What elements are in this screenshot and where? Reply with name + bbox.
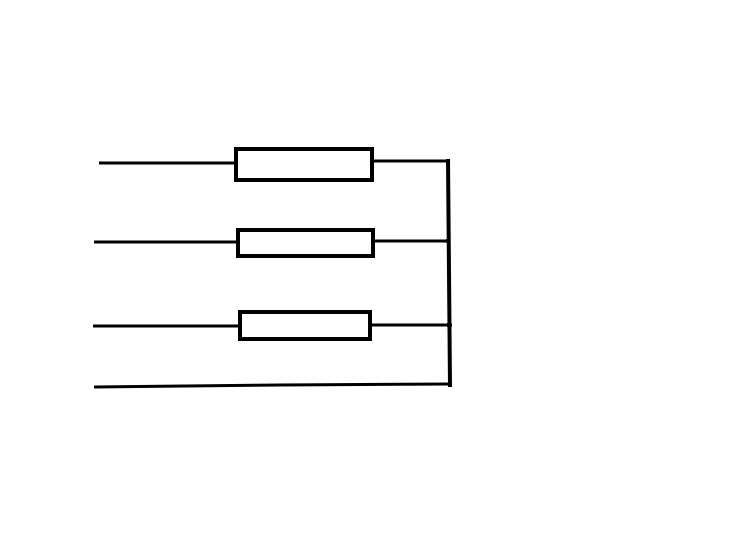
junction-branch-3-node: [447, 323, 451, 327]
junction-branch-1-node: [446, 159, 450, 163]
resistor-2-body: [236, 228, 375, 258]
branch-4-group: [93, 382, 451, 389]
junction-branch-2-node: [446, 239, 450, 243]
resistor-1-body: [234, 147, 374, 182]
branch-4-lead-in-wire: [93, 383, 281, 389]
branch-2-group: [94, 228, 449, 258]
junction-branch-4-node: [448, 383, 452, 387]
branch-4-lead-out-wire: [279, 382, 451, 387]
branch-1-group: [99, 147, 449, 182]
branch-3-group: [93, 310, 452, 341]
common-bus-wire: [446, 158, 452, 387]
common-bus-group: [446, 158, 452, 387]
junction-group: [446, 159, 452, 387]
resistor-3-body: [238, 310, 372, 341]
